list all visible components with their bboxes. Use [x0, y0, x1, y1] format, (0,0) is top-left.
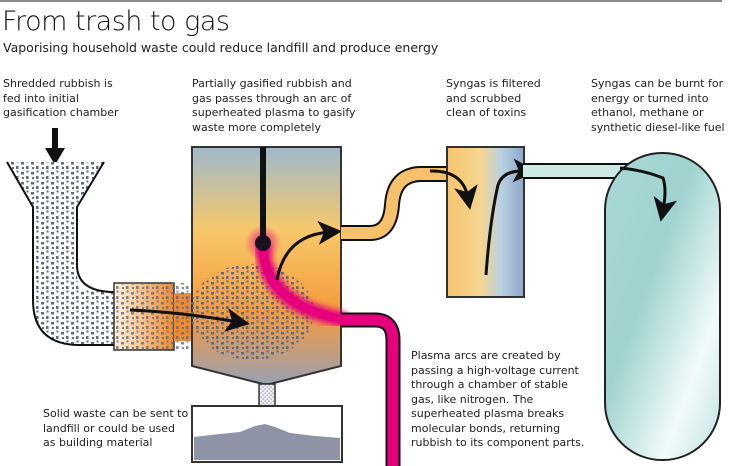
plasma-chamber [129, 146, 349, 385]
top-rule [0, 0, 722, 2]
gas-flow-arrow-icon [275, 220, 342, 281]
filter-scrubber [429, 146, 537, 298]
syngas-pipe [341, 168, 448, 239]
electrode-tip [255, 235, 271, 251]
rubbish-flow-arrow-icon [129, 308, 250, 332]
tank-in-arrow-icon [619, 166, 678, 222]
plasma-pipe-outline [341, 312, 401, 466]
page-title: From trash to gas [2, 6, 230, 37]
plasma-arc [258, 249, 342, 324]
storage-tank [604, 152, 721, 461]
label-shredded: Shredded rubbish is fed into initial gas… [3, 77, 119, 119]
label-filtered: Syngas is filtered and scrubbed clean of… [446, 77, 541, 119]
feed-down-arrow-icon [45, 128, 65, 165]
label-syngas-use: Syngas can be burnt for energy or turned… [591, 77, 725, 134]
label-solid-waste: Solid waste can be sent to landfill or c… [43, 407, 189, 449]
ash-collector [191, 383, 343, 463]
filter-out-arrow-icon [484, 158, 537, 276]
page-subtitle: Vaporising household waste could reduce … [3, 40, 439, 55]
label-partially-gasified: Partially gasified rubbish and gas passe… [192, 77, 356, 134]
label-plasma-arcs: Plasma arcs are created by passing a hig… [411, 349, 585, 449]
filter-in-arrow-icon [429, 169, 478, 210]
electrode [260, 147, 266, 243]
plasma-pipe [341, 314, 399, 466]
feed-chamber [113, 282, 193, 351]
feed-hopper [6, 161, 117, 346]
